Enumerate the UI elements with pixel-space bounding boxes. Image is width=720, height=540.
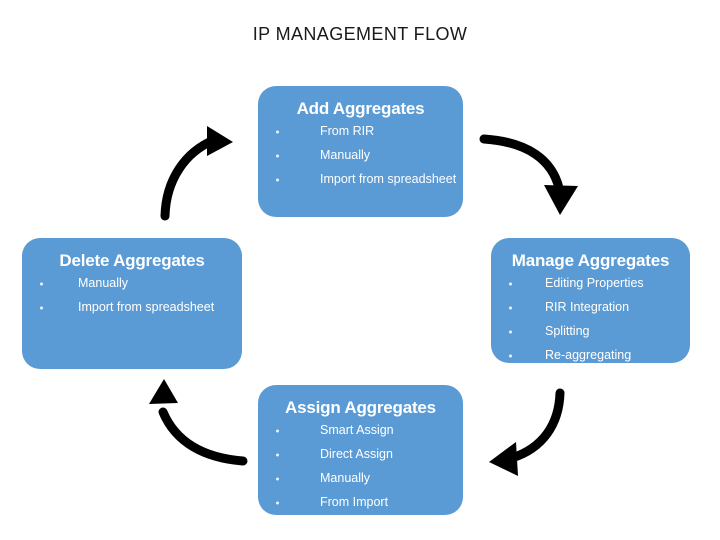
list-item: RIR Integration bbox=[507, 301, 682, 314]
list-item-label: Import from spreadsheet bbox=[320, 172, 457, 187]
list-item: Manually bbox=[274, 149, 455, 162]
bullet-icon bbox=[276, 130, 279, 134]
node-delete-title: Delete Aggregates bbox=[59, 251, 205, 270]
node-assign-aggregates[interactable]: Assign Aggregates Smart Assign Direct As… bbox=[258, 385, 463, 515]
node-delete-aggregates[interactable]: Delete Aggregates Manually Import from s… bbox=[22, 238, 242, 369]
bullet-icon bbox=[509, 306, 512, 310]
list-item-label: Editing Properties bbox=[545, 276, 644, 290]
list-item-label: Manually bbox=[78, 276, 129, 290]
bullet-icon bbox=[276, 154, 279, 158]
list-item: Direct Assign bbox=[274, 448, 455, 461]
list-item-label: Smart Assign bbox=[320, 423, 394, 437]
bullet-icon bbox=[276, 429, 279, 433]
arrow-assign-to-delete bbox=[149, 379, 248, 466]
list-item: Manually bbox=[274, 472, 455, 485]
list-item-label: Manually bbox=[320, 471, 371, 486]
list-item: Manually bbox=[38, 276, 234, 290]
list-item: From RIR bbox=[274, 124, 455, 138]
list-item: Splitting bbox=[507, 325, 682, 338]
node-add-aggregates[interactable]: Add Aggregates From RIR Manually Import … bbox=[258, 86, 463, 217]
list-item: Smart Assign bbox=[274, 423, 455, 437]
list-item-label: Manually bbox=[320, 148, 371, 163]
arrow-manage-to-assign bbox=[489, 388, 565, 476]
node-manage-aggregates[interactable]: Manage Aggregates Editing Properties RIR… bbox=[491, 238, 690, 363]
page-title: IP MANAGEMENT FLOW bbox=[252, 24, 468, 44]
list-item: Editing Properties bbox=[507, 276, 682, 290]
bullet-icon bbox=[40, 306, 43, 310]
list-item-label: RIR Integration bbox=[545, 300, 630, 315]
list-item: Import from spreadsheet bbox=[274, 172, 457, 187]
bullet-icon bbox=[276, 501, 279, 505]
node-add-title: Add Aggregates bbox=[296, 99, 425, 118]
bullet-icon bbox=[40, 282, 43, 286]
node-assign-title: Assign Aggregates bbox=[285, 398, 436, 417]
arrow-add-to-manage bbox=[479, 134, 578, 215]
list-item: From Import bbox=[274, 496, 455, 509]
node-delete-list: Manually Import from spreadsheet bbox=[30, 276, 234, 314]
list-item: Re-aggregating bbox=[507, 349, 682, 362]
bullet-icon bbox=[509, 282, 512, 286]
list-item-label: Re-aggregating bbox=[545, 348, 632, 363]
node-add-list: From RIR Manually Import from spreadshee… bbox=[266, 124, 457, 187]
node-assign-list: Smart Assign Direct Assign Manually From… bbox=[266, 423, 455, 510]
arrow-delete-to-add bbox=[160, 126, 233, 221]
list-item-label: From Import bbox=[320, 495, 389, 510]
list-item-label: Import from spreadsheet bbox=[78, 300, 215, 315]
list-item-label: Splitting bbox=[545, 324, 590, 339]
node-manage-list: Editing Properties RIR Integration Split… bbox=[499, 276, 682, 363]
bullet-icon bbox=[276, 178, 279, 182]
bullet-icon bbox=[509, 330, 512, 334]
bullet-icon bbox=[509, 354, 512, 358]
node-manage-title: Manage Aggregates bbox=[511, 251, 670, 270]
list-item-label: From RIR bbox=[320, 124, 375, 138]
list-item-label: Direct Assign bbox=[320, 447, 393, 462]
list-item: Import from spreadsheet bbox=[38, 301, 234, 314]
bullet-icon bbox=[276, 453, 279, 457]
bullet-icon bbox=[276, 477, 279, 481]
